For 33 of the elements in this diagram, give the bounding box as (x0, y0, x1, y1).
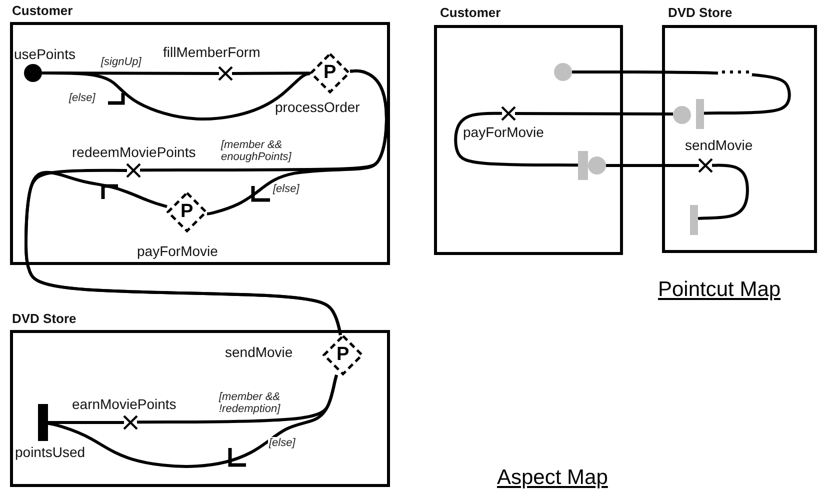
map-title: Pointcut Map (658, 278, 781, 302)
element-label: earnMoviePoints (72, 396, 176, 412)
edge-label: [signUp] (100, 56, 142, 68)
edge-label: [else] (68, 92, 96, 104)
path-line (606, 164, 699, 167)
path-line (206, 69, 388, 216)
path-line (48, 421, 124, 424)
element-label: payForMovie (463, 124, 544, 140)
component-label: Customer (440, 5, 501, 21)
map-title: Aspect Map (497, 466, 608, 490)
element-label: payForMovie (137, 243, 218, 259)
stub-letter: P (324, 63, 336, 83)
path-line (572, 70, 791, 115)
path-line (232, 72, 310, 75)
edge-label: [else] (268, 437, 296, 449)
element-label: sendMovie (225, 344, 293, 360)
stub-letter: P (180, 202, 194, 222)
path-line (515, 112, 673, 116)
path-line (48, 374, 338, 468)
element-label: processOrder (275, 99, 360, 115)
component-label: DVD Store (668, 5, 732, 21)
path-line (42, 72, 310, 120)
element-label: sendMovie (685, 137, 753, 153)
element-label: usePoints (14, 46, 76, 62)
element-label: fillMemberForm (163, 44, 260, 60)
component-label: Customer (12, 3, 73, 19)
path-line (454, 112, 579, 167)
component-label: DVD Store (12, 311, 76, 327)
element-label: redeemMoviePoints (72, 144, 196, 160)
edge-label: [else] (272, 183, 300, 195)
element-label: pointsUsed (15, 444, 86, 460)
path-line (696, 164, 749, 220)
stub-letter: P (336, 345, 350, 365)
